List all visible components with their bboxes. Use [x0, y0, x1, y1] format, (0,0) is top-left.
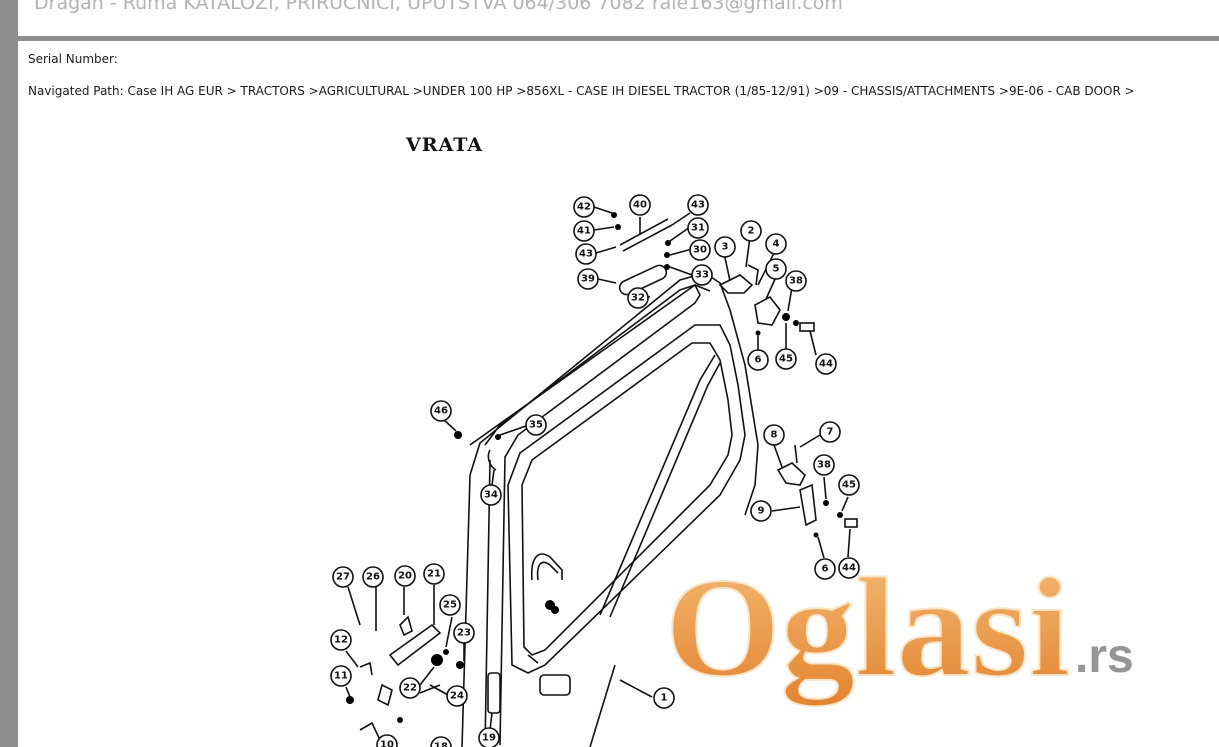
- callout-19: 19: [478, 727, 500, 747]
- callout-label: 41: [577, 226, 591, 237]
- callout-label: 7: [827, 427, 834, 438]
- callout-label: 46: [434, 406, 448, 417]
- callout-label: 27: [336, 572, 350, 583]
- callout-6b: 6: [814, 558, 836, 580]
- callout-34: 34: [480, 484, 502, 506]
- callout-label: 22: [403, 683, 417, 694]
- callout-33: 33: [691, 264, 713, 286]
- callout-label: 2: [748, 226, 755, 237]
- callout-label: 6: [755, 355, 762, 366]
- callout-label: 6: [822, 564, 829, 575]
- callout-label: 34: [484, 490, 498, 501]
- callout-5: 5: [765, 258, 787, 280]
- callout-31: 31: [687, 217, 709, 239]
- callout-12: 12: [330, 629, 352, 651]
- callout-18: 18: [430, 736, 452, 747]
- callout-label: 31: [691, 223, 705, 234]
- callout-label: 26: [366, 572, 380, 583]
- callout-label: 45: [842, 480, 856, 491]
- callout-label: 45: [779, 354, 793, 365]
- callout-32: 32: [627, 287, 649, 309]
- callout-21: 21: [423, 563, 445, 585]
- navigated-path: Navigated Path: Case IH AG EUR > TRACTOR…: [28, 84, 1135, 98]
- callout-label: 18: [434, 742, 448, 747]
- callout-23: 23: [453, 622, 475, 644]
- callout-leaders: [345, 206, 851, 731]
- callout-label: 44: [842, 563, 856, 574]
- serial-number-label: Serial Number:: [28, 52, 118, 66]
- callout-6: 6: [747, 349, 769, 371]
- callout-10: 10: [376, 734, 398, 747]
- callout-label: 4: [773, 239, 780, 250]
- callout-label: 12: [334, 635, 348, 646]
- callout-label: 43: [579, 249, 593, 260]
- callout-label: 1: [661, 693, 668, 704]
- cab-door-parts-diagram: 42 40 43 41 31 43 30 3 2 4 33 5 38 39 32…: [330, 194, 860, 747]
- callout-38: 38: [785, 270, 807, 292]
- callout-label: 3: [722, 242, 729, 253]
- callout-label: 23: [457, 628, 471, 639]
- callout-label: 40: [633, 200, 647, 211]
- page-header: Dragan - Ruma KATALOZI, PRIRUCNICI, UPUT…: [18, 0, 1219, 36]
- oglasi-watermark-logo: Oglasi .rs: [665, 560, 1134, 707]
- callout-label: 44: [819, 359, 833, 370]
- callout-7: 7: [819, 421, 841, 443]
- callout-25: 25: [439, 594, 461, 616]
- callout-label: 24: [450, 691, 464, 702]
- callout-27: 27: [332, 566, 354, 588]
- watermark-text: Oglasi: [665, 560, 1070, 706]
- callout-11: 11: [330, 665, 352, 687]
- callout-38b: 38: [813, 454, 835, 476]
- callout-label: 30: [693, 245, 707, 256]
- callout-30: 30: [689, 239, 711, 261]
- callout-2: 2: [740, 220, 762, 242]
- callout-label: 20: [398, 571, 412, 582]
- callout-45b: 45: [838, 474, 860, 496]
- callout-8: 8: [763, 424, 785, 446]
- callout-39: 39: [577, 268, 599, 290]
- callout-26: 26: [362, 566, 384, 588]
- callout-label: 25: [443, 600, 457, 611]
- callout-24: 24: [446, 685, 468, 707]
- callout-label: 42: [577, 202, 591, 213]
- header-divider: [18, 36, 1219, 41]
- callout-3: 3: [714, 236, 736, 258]
- diagram-title: VRATA: [406, 134, 484, 156]
- callout-40: 40: [629, 194, 651, 216]
- callout-20: 20: [394, 565, 416, 587]
- callout-label: 8: [771, 430, 778, 441]
- watermark-suffix: .rs: [1075, 630, 1134, 683]
- callout-45: 45: [775, 348, 797, 370]
- callout-4: 4: [765, 233, 787, 255]
- callout-46: 46: [430, 400, 452, 422]
- callout-label: 5: [773, 264, 780, 275]
- callout-22: 22: [399, 677, 421, 699]
- door-drawing: [346, 212, 858, 747]
- header-contact-text: Dragan - Ruma KATALOZI, PRIRUCNICI, UPUT…: [34, 0, 843, 14]
- callout-43b: 43: [575, 243, 597, 265]
- callout-9: 9: [750, 500, 772, 522]
- callout-35: 35: [525, 414, 547, 436]
- callout-label: 11: [334, 671, 348, 682]
- callout-label: 19: [482, 733, 496, 744]
- callout-label: 32: [631, 293, 645, 304]
- callout-label: 39: [581, 274, 595, 285]
- callout-label: 43: [691, 200, 705, 211]
- callout-41: 41: [573, 220, 595, 242]
- callout-43: 43: [687, 194, 709, 216]
- callout-1: 1: [653, 687, 675, 709]
- left-frame-bar: [0, 0, 18, 747]
- callout-label: 33: [695, 270, 709, 281]
- callout-44b: 44: [838, 557, 860, 579]
- callout-label: 21: [427, 569, 441, 580]
- callout-label: 9: [758, 506, 765, 517]
- callout-42: 42: [573, 196, 595, 218]
- callout-label: 35: [529, 420, 543, 431]
- callout-label: 38: [817, 460, 831, 471]
- callout-label: 10: [380, 740, 394, 747]
- callout-label: 38: [789, 276, 803, 287]
- callout-44: 44: [815, 353, 837, 375]
